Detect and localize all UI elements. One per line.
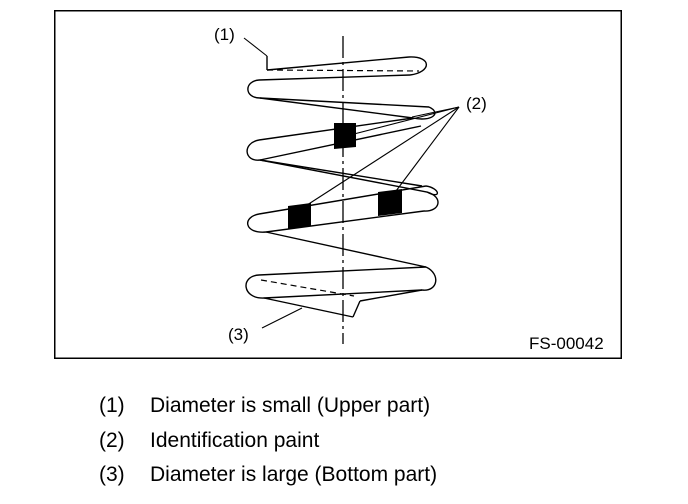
figure-id: FS-00042 [529,334,604,353]
legend: (1) Diameter is small (Upper part) (2) I… [99,389,437,493]
leader-3 [261,307,303,329]
coil-spring [245,56,439,318]
paint-mark-upper [334,123,356,149]
legend-number: (1) [99,394,125,417]
legend-item: (2) Identification paint [99,424,437,459]
legend-text: Diameter is large (Bottom part) [150,463,438,486]
leader-2b [303,106,460,208]
legend-text: Diameter is small (Upper part) [150,394,431,417]
leader-2d [411,106,460,118]
leader-lines [243,37,460,329]
legend-item: (3) Diameter is large (Bottom part) [99,458,437,493]
hidden-edges [260,69,420,297]
leader-1 [243,37,268,57]
legend-item: (1) Diameter is small (Upper part) [99,389,437,424]
paint-mark-middle-left [288,203,311,229]
legend-text: Identification paint [150,428,320,452]
leader-2a [353,106,460,135]
callout-2: (2) [466,94,487,113]
identification-paint-marks [288,123,402,229]
legend-number: (3) [99,463,125,486]
callout-1: (1) [214,25,235,44]
leader-2c [395,106,460,192]
coil-spring-figure: (1) (2) (3) FS-00042 [54,10,622,359]
callout-3: (3) [228,325,249,344]
figure-frame [54,10,622,359]
paint-mark-middle-right [378,189,402,216]
legend-number: (2) [99,428,125,452]
